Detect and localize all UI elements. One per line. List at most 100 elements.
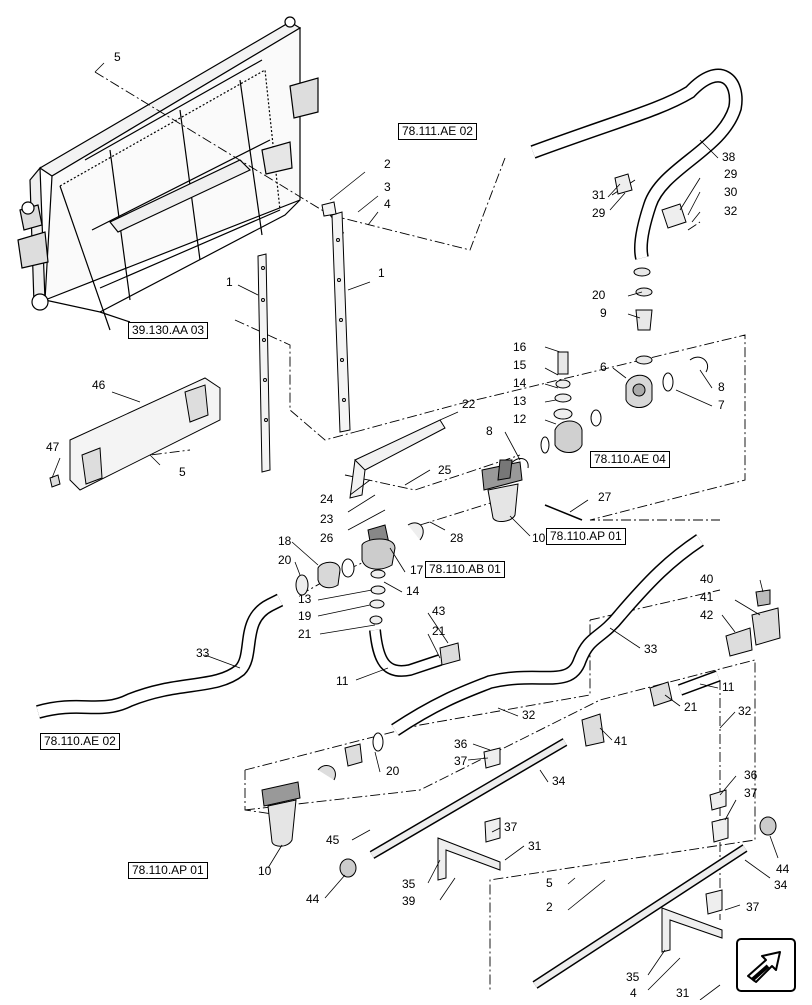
callout-5: 5 [114, 50, 121, 64]
bracket-22 [349, 419, 446, 499]
ref-box-78-110-ab-01[interactable]: 78.110.AB 01 [425, 561, 505, 578]
callout-5: 5 [179, 465, 186, 479]
ref-box-78-110-ae-02[interactable]: 78.110.AE 02 [40, 733, 120, 750]
callout-13: 13 [298, 592, 312, 606]
callout-21: 21 [298, 627, 312, 641]
callout-37: 37 [504, 820, 518, 834]
seal-20 [295, 574, 309, 596]
hose-11-upper [369, 629, 442, 677]
callout-40: 40 [700, 572, 714, 586]
pipe-34-lower [532, 844, 748, 989]
bolt-27 [544, 504, 583, 521]
hose-38 [530, 68, 743, 260]
callout-29: 29 [724, 167, 738, 181]
callout-5: 5 [546, 876, 553, 890]
callout-44: 44 [776, 862, 790, 876]
callout-22: 22 [462, 397, 476, 411]
callout-21: 21 [684, 700, 698, 714]
callout-25: 25 [438, 463, 452, 477]
clamps-36-37 [483, 747, 729, 915]
callout-4: 4 [384, 197, 391, 211]
callout-7: 7 [718, 398, 725, 412]
callout-20: 20 [386, 764, 400, 778]
fitting-18 [317, 561, 341, 589]
callout-9: 9 [600, 306, 607, 320]
callout-34: 34 [552, 774, 566, 788]
callout-2: 2 [384, 157, 391, 171]
navigation-arrow-icon[interactable] [736, 938, 796, 992]
callout-31: 31 [676, 986, 690, 1000]
callout-16: 16 [513, 340, 527, 354]
callout-27: 27 [598, 490, 612, 504]
fitting-43 [439, 642, 461, 666]
ref-box-78-110-ae-04[interactable]: 78.110.AE 04 [590, 451, 670, 468]
callout-38: 38 [722, 150, 736, 164]
clip-8-upper [689, 356, 708, 373]
callout-44: 44 [306, 892, 320, 906]
callout-41: 41 [614, 734, 628, 748]
hose-33-left [36, 593, 284, 719]
callout-4: 4 [630, 986, 637, 1000]
callout-37: 37 [454, 754, 468, 768]
rings-13-14-19 [341, 522, 424, 625]
ref-box-78-111-ae-02[interactable]: 78.111.AE 02 [398, 123, 477, 140]
ring-7 [662, 372, 674, 392]
filter-10-lower [261, 781, 301, 847]
callout-8: 8 [486, 424, 493, 438]
valve-17 [361, 524, 396, 570]
callout-21: 21 [432, 624, 446, 638]
callout-8: 8 [718, 380, 725, 394]
callout-1: 1 [378, 266, 385, 280]
boom-frame [17, 16, 319, 331]
callout-6: 6 [600, 360, 607, 374]
callout-35: 35 [626, 970, 640, 984]
bracket-35-right [661, 907, 723, 953]
pipe-34-upper [369, 738, 568, 859]
callout-46: 46 [92, 378, 106, 392]
mounting-bracket-left [257, 253, 271, 473]
fitting-42 [725, 627, 753, 657]
callout-13: 13 [513, 394, 527, 408]
callout-28: 28 [450, 531, 464, 545]
callout-29: 29 [592, 206, 606, 220]
callout-30: 30 [724, 185, 738, 199]
valve-assembly-12 [540, 351, 602, 454]
callout-32: 32 [522, 708, 536, 722]
mounting-plate [69, 377, 221, 491]
callout-11: 11 [722, 680, 735, 694]
callout-20: 20 [592, 288, 606, 302]
callout-37: 37 [746, 900, 760, 914]
callout-41: 41 [700, 590, 714, 604]
callout-36: 36 [744, 768, 758, 782]
clamp-29-left [614, 173, 633, 195]
plug-40 [755, 589, 771, 607]
callout-11: 11 [336, 674, 349, 688]
callout-37: 37 [744, 786, 758, 800]
callout-10: 10 [258, 864, 272, 878]
callout-31: 31 [528, 839, 542, 853]
callout-39: 39 [402, 894, 416, 908]
callout-14: 14 [406, 584, 420, 598]
tee-41-lower [581, 713, 605, 747]
callout-14: 14 [513, 376, 527, 390]
callout-10: 10 [532, 531, 546, 545]
callout-12: 12 [513, 412, 527, 426]
bolt-47 [49, 474, 61, 488]
fitting-stack-upper [633, 267, 653, 365]
mounting-bracket-right [321, 201, 351, 433]
ref-box-78-110-ap-01-upper[interactable]: 78.110.AP 01 [546, 528, 626, 545]
callout-32: 32 [738, 704, 752, 718]
ref-box-39-130-aa-03[interactable]: 39.130.AA 03 [128, 322, 209, 339]
callout-32: 32 [724, 204, 738, 218]
callout-2: 2 [546, 900, 553, 914]
callout-20: 20 [278, 553, 292, 567]
filter-10-upper [481, 459, 523, 523]
callout-34: 34 [774, 878, 788, 892]
callout-31: 31 [592, 188, 606, 202]
callout-19: 19 [298, 609, 312, 623]
ref-box-78-110-ap-01-lower[interactable]: 78.110.AP 01 [128, 862, 208, 879]
callout-24: 24 [320, 492, 334, 506]
callout-1: 1 [226, 275, 233, 289]
callout-23: 23 [320, 512, 334, 526]
